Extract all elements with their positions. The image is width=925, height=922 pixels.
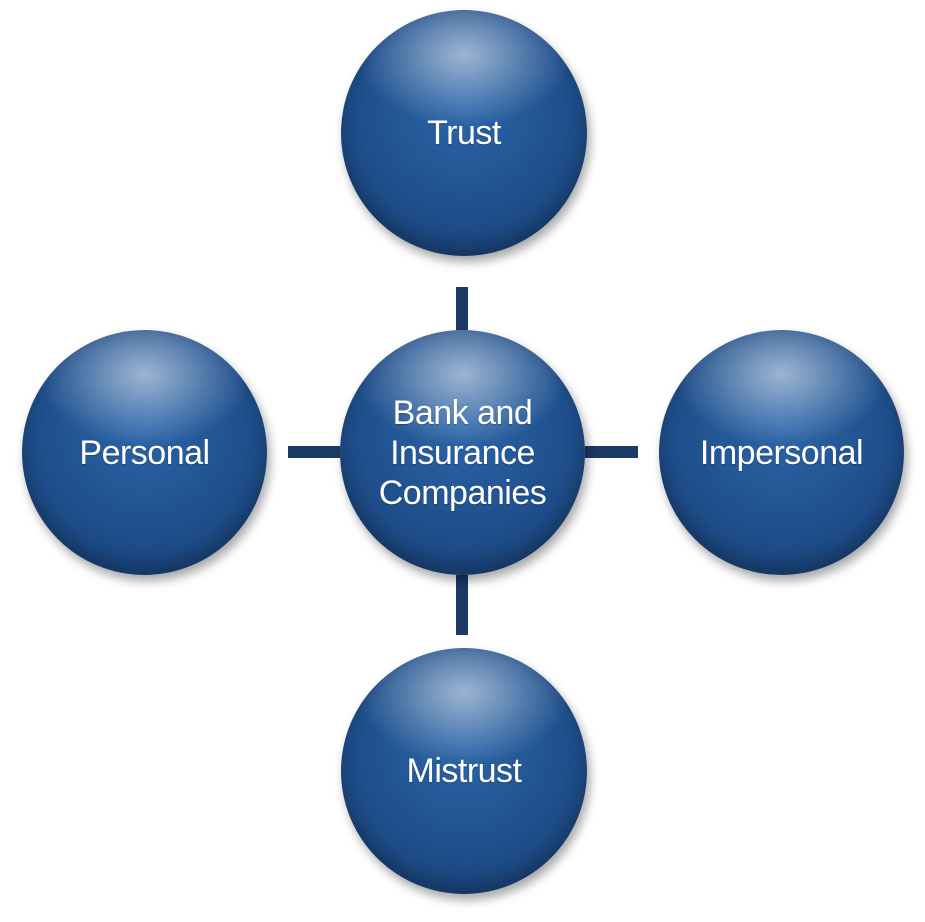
node-left: Personal bbox=[22, 330, 267, 575]
node-left-label: Personal bbox=[79, 433, 210, 472]
node-top-label: Trust bbox=[427, 114, 501, 152]
connector-top bbox=[456, 287, 468, 330]
node-center-label: Bank and Insurance Companies bbox=[378, 393, 547, 512]
node-top: Trust bbox=[341, 10, 587, 256]
connector-left bbox=[288, 446, 340, 458]
node-bottom-label: Mistrust bbox=[406, 752, 523, 790]
node-right-label: Impersonal bbox=[699, 433, 864, 472]
node-bottom: Mistrust bbox=[341, 648, 587, 894]
node-right: Impersonal bbox=[659, 330, 904, 575]
node-center: Bank and Insurance Companies bbox=[340, 330, 585, 575]
connector-bottom bbox=[456, 575, 468, 635]
connector-right bbox=[585, 446, 638, 458]
